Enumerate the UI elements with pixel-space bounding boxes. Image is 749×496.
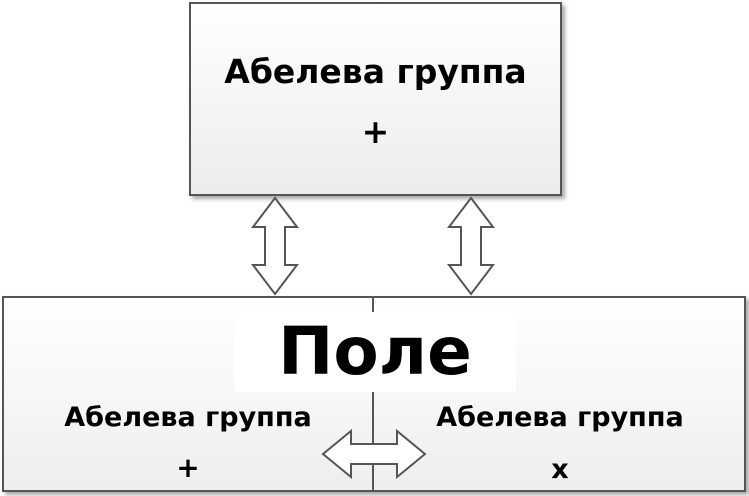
field-title-background [234, 312, 516, 392]
multiplicative-group-operation: x [551, 454, 569, 485]
abelian-group-box [189, 2, 562, 196]
abelian-group-box-title: Абелева группа [224, 52, 527, 91]
field-box-title: Поле [278, 313, 472, 390]
abelian-group-box-operation: + [361, 112, 390, 151]
additive-group-title: Абелева группа [64, 402, 312, 433]
double-vertical-arrow-icon [446, 196, 496, 296]
multiplicative-group-title: Абелева группа [436, 402, 684, 433]
double-vertical-arrow-icon [250, 196, 300, 296]
field-box-divider [372, 296, 374, 492]
additive-group-operation: + [176, 451, 200, 484]
double-horizontal-arrow-icon [320, 428, 428, 480]
